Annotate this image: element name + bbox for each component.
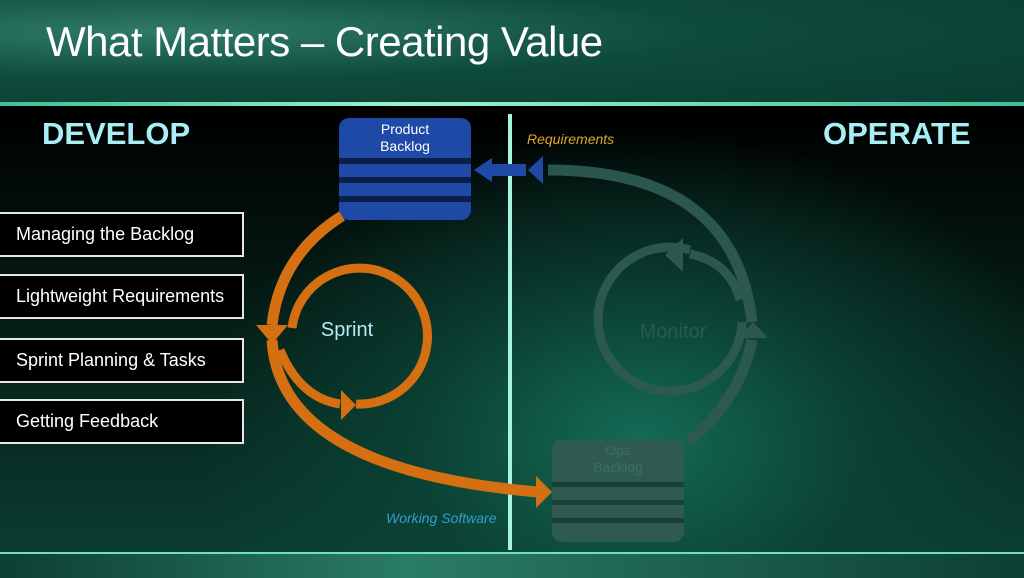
requirements-label: Requirements (527, 131, 614, 147)
ops-backlog-label-line1: Ops (605, 442, 631, 458)
requirements-arrowhead-icon (474, 158, 492, 182)
ops-backlog: Ops Backlog (552, 440, 684, 542)
monitor-loop-top (688, 249, 745, 302)
ops-backlog-stripe (552, 518, 684, 523)
requirements-return-arc (547, 164, 758, 323)
page-title: What Matters – Creating Value (46, 18, 603, 65)
working-software-arrowhead-icon (536, 476, 552, 508)
managing-backlog-button[interactable]: Managing the Backlog (0, 212, 244, 257)
develop-operate-divider (508, 114, 512, 550)
operate-heading: OPERATE (823, 116, 971, 151)
ops-to-monitor-arc (684, 338, 758, 447)
sprint-loop-bottom (275, 348, 341, 409)
product-backlog: Product Backlog (339, 118, 471, 220)
requirements-arrow-shaft (490, 164, 526, 176)
requirements-tail-arrowhead-icon (528, 156, 543, 184)
product-backlog-box (339, 118, 471, 220)
ops-backlog-box (552, 440, 684, 542)
sprint-loop (287, 263, 433, 409)
lightweight-requirements-button[interactable]: Lightweight Requirements (0, 274, 244, 319)
monitor-cycle: Monitor (547, 164, 768, 447)
product-backlog-stripe (339, 177, 471, 183)
sprint-down-arrowhead-icon (256, 325, 288, 344)
monitor-up-arrowhead-icon (738, 322, 768, 338)
sprint-planning-button[interactable]: Sprint Planning & Tasks (0, 338, 244, 383)
monitor-loop (593, 242, 747, 396)
ops-backlog-stripe (552, 500, 684, 505)
ops-backlog-stripe (552, 482, 684, 487)
product-backlog-stripe (339, 158, 471, 164)
ops-backlog-label-line2: Backlog (593, 459, 643, 475)
product-backlog-label-line2: Backlog (380, 138, 430, 154)
getting-feedback-button[interactable]: Getting Feedback (0, 399, 244, 444)
title-band: What Matters – Creating Value (0, 0, 1024, 106)
product-backlog-label-line1: Product (381, 121, 429, 137)
main-area (0, 108, 1024, 552)
sprint-right-arrowhead-icon (341, 390, 356, 420)
backlog-to-sprint-arc (266, 211, 345, 326)
working-software-label: Working Software (386, 510, 497, 526)
monitor-label: Monitor (640, 321, 707, 343)
sprint-to-ops-arc (266, 339, 539, 498)
bottom-band (0, 552, 1024, 578)
product-backlog-stripe (339, 196, 471, 202)
develop-heading: DEVELOP (42, 116, 191, 151)
monitor-left-arrowhead-icon (665, 238, 683, 272)
sprint-cycle: Sprint (256, 211, 552, 508)
sprint-label: Sprint (321, 319, 374, 341)
